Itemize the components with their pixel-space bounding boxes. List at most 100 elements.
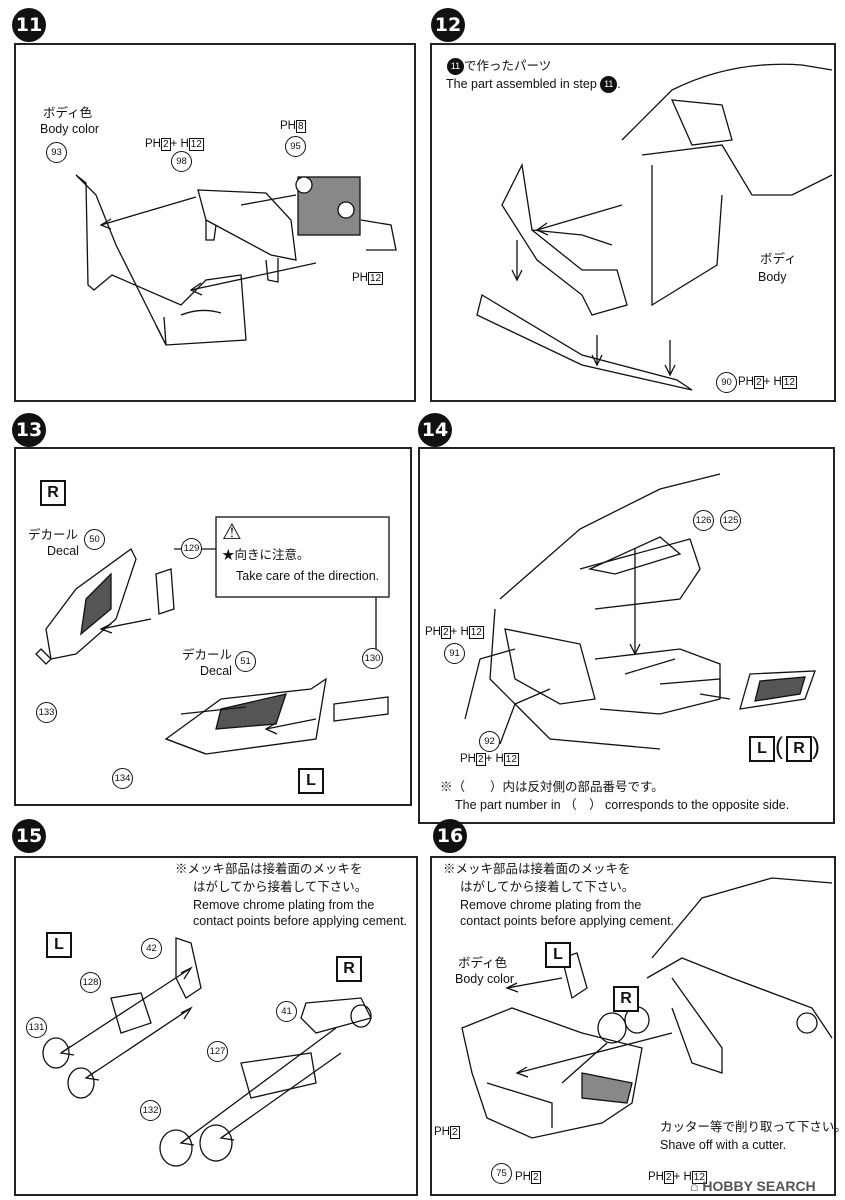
side-indicator-r: R [40, 480, 66, 506]
paren-open: ( [775, 733, 783, 760]
side-indicator-l: L [298, 768, 324, 794]
step-11-number: 11 [12, 8, 46, 42]
cut-note-jp: カッター等で削り取って下さい。 [660, 1120, 845, 1134]
glue-time: 2 [160, 138, 171, 151]
glue-time: 12 [468, 626, 484, 639]
glue-ph: PH [460, 753, 476, 765]
glue-time: 12 [691, 1171, 707, 1184]
glue-ph: PH [515, 1171, 531, 1183]
part-127: 127 [207, 1041, 228, 1062]
glue-ph: PH [648, 1171, 664, 1183]
part-51: 51 [235, 651, 256, 672]
step-11-panel [14, 43, 416, 402]
glue-time: 12 [188, 138, 204, 151]
part-91: 91 [444, 643, 465, 664]
part-95: 95 [285, 136, 306, 157]
glue-time: 2 [440, 626, 451, 639]
step-13-panel [14, 447, 412, 806]
part-92: 92 [479, 731, 500, 752]
side-indicator-r: R [336, 956, 362, 982]
glue-ph: PH [425, 626, 441, 638]
step-ref-circle: 11 [600, 76, 618, 93]
step-15-number: 15 [12, 819, 46, 853]
body-color-label-jp: ボディ色 [43, 106, 93, 120]
step-12-note-en: The part assembled in step 11. [446, 76, 621, 93]
part-130: 130 [362, 648, 383, 669]
step-15-note-en1: Remove chrome plating from the [193, 898, 375, 912]
glue-plus: + H [450, 626, 469, 638]
step-16-note-jp2: はがしてから接着して下さい。 [460, 880, 635, 894]
warning-jp: ★向きに注意。 [222, 548, 310, 562]
part-133: 133 [36, 702, 57, 723]
glue-ph: PH [434, 1126, 450, 1138]
glue-ph: PH [352, 272, 368, 284]
watermark: ⌂ HOBBY SEARCH [690, 1178, 816, 1194]
part-42: 42 [141, 938, 162, 959]
part-125: 125 [720, 510, 741, 531]
part-131: 131 [26, 1017, 47, 1038]
glue-ph: PH [280, 120, 296, 132]
step-14-number: 14 [418, 413, 452, 447]
step-13-illustration [35, 516, 390, 755]
part-128: 128 [80, 972, 101, 993]
side-indicator-l: L [545, 942, 571, 968]
decal-51-jp: デカール [182, 648, 233, 662]
part-93: 93 [46, 142, 67, 163]
glue-plus: + H [673, 1171, 692, 1183]
cut-note-en: Shave off with a cutter. [660, 1138, 787, 1152]
paren-close: ) [812, 733, 820, 760]
step-16-note-en1: Remove chrome plating from the [460, 898, 642, 912]
step-16-note-jp1: ※メッキ部品は接着面のメッキを [443, 862, 631, 876]
step-11-illustration [75, 174, 397, 346]
glue-plus: + H [485, 753, 504, 765]
decal-50-en: Decal [47, 544, 79, 558]
step-16-number: 16 [433, 819, 467, 853]
glue-time: 12 [781, 376, 797, 389]
side-indicator-l: L [46, 932, 72, 958]
glue-time: 12 [367, 272, 384, 285]
step-15-note-en2: contact points before applying cement. [193, 914, 408, 928]
glue-ph: PH [145, 138, 161, 150]
step-14-illustration [464, 473, 816, 750]
step-12-note-jp-text: で作ったパーツ [464, 58, 552, 73]
body-color-label-en: Body color [455, 972, 515, 986]
glue-plus: + H [763, 376, 782, 388]
glue-time: 2 [530, 1171, 541, 1184]
part-41: 41 [276, 1001, 297, 1022]
step-15-note-jp2: はがしてから接着して下さい。 [193, 880, 368, 894]
step-16-panel [430, 856, 836, 1196]
step-15-panel [14, 856, 418, 1196]
part-50: 50 [84, 529, 105, 550]
step-14-note-jp: ※（ ）内は反対側の部品番号です。 [440, 780, 664, 794]
step-15-note-jp1: ※メッキ部品は接着面のメッキを [175, 862, 363, 876]
step-13-number: 13 [12, 413, 46, 447]
warning-icon: ⚠ [222, 519, 242, 544]
step-12-number: 12 [431, 8, 465, 42]
step-16-note-en2: contact points before applying cement. [460, 914, 675, 928]
warning-box: ⚠ ★向きに注意。 Take care of the direction. [222, 520, 379, 584]
step-16-illustration [461, 877, 833, 1139]
body-color-label-jp: ボディ色 [458, 956, 508, 970]
part-126: 126 [693, 510, 714, 531]
glue-time: 2 [449, 1126, 460, 1139]
side-indicator-r: R [613, 986, 639, 1012]
side-indicator-l: L [749, 736, 775, 762]
step-15-illustration [42, 937, 372, 1167]
step-12-panel [430, 43, 836, 402]
part-90: 90 [716, 372, 737, 393]
decal-50-jp: デカール [28, 528, 79, 542]
glue-time: 2 [475, 753, 486, 766]
warning-en: Take care of the direction. [236, 569, 380, 583]
watermark-logo-icon: ⌂ [690, 1178, 699, 1194]
glue-time: 12 [503, 753, 519, 766]
